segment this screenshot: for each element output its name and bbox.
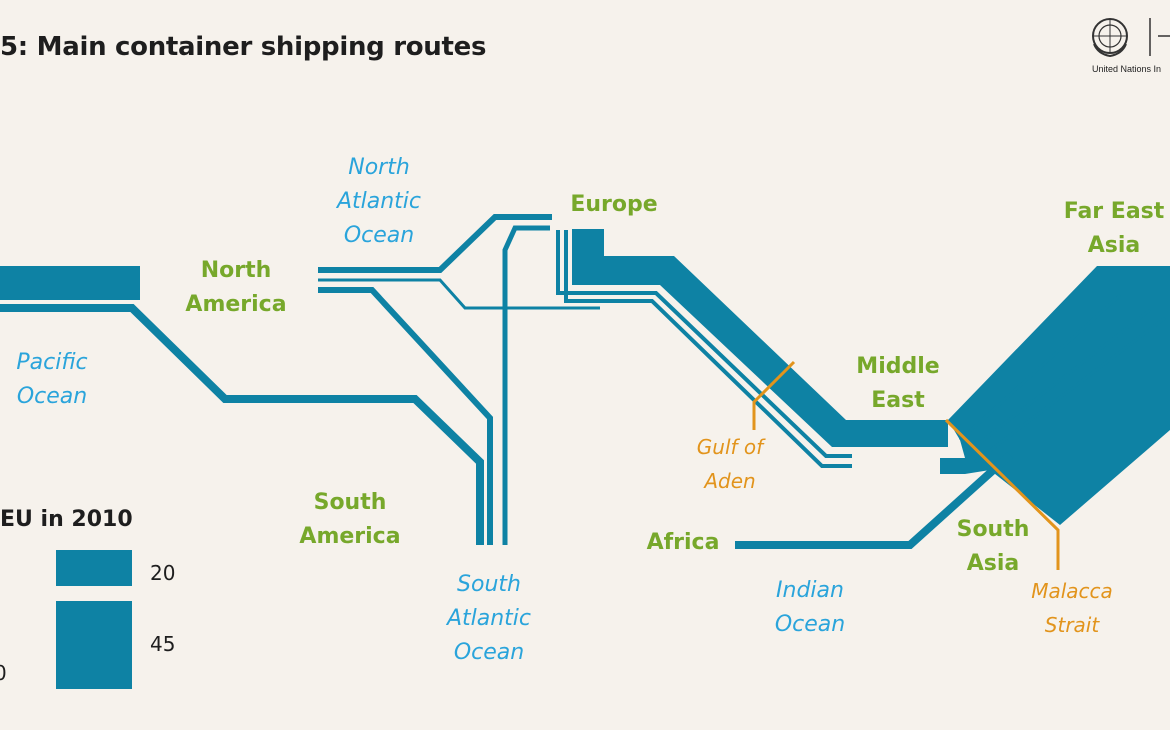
label-pacific-1: Pacific (16, 350, 87, 375)
legend-swatch-large (56, 601, 132, 689)
route-transpacific (0, 266, 140, 300)
legend-value-partial: 0 (0, 661, 7, 685)
label-north-atlantic-3: Ocean (344, 223, 414, 248)
label-middle-east-2: East (871, 388, 925, 413)
un-emblem-icon (1092, 18, 1170, 58)
malacca-strait-marker (944, 418, 1060, 570)
logo-caption: United Nations In (1092, 64, 1162, 74)
route-europe-block (572, 229, 604, 259)
label-gulf-of-aden-2: Aden (702, 469, 755, 493)
label-middle-east-1: Middle (856, 354, 939, 379)
route-europe-asia-thin-2 (564, 230, 852, 468)
route-europe-asia (572, 256, 948, 447)
legend-swatch-small (56, 550, 132, 586)
legend-value-large: 45 (150, 632, 175, 656)
label-gulf-of-aden-1: Gulf of (697, 435, 766, 459)
route-asia-thin-2 (967, 308, 1151, 454)
label-far-east-2: Asia (1088, 233, 1141, 258)
label-malacca-2: Strait (1045, 613, 1101, 637)
route-middle-east-asia (940, 266, 1170, 525)
route-north-atlantic-2 (502, 225, 550, 545)
label-indian-1: Indian (776, 578, 844, 603)
label-south-asia-2: Asia (967, 551, 1020, 576)
label-far-east-1: Far East (1064, 199, 1165, 224)
legend-value-small: 20 (150, 561, 175, 585)
route-north-atlantic-1 (318, 214, 552, 273)
label-north-america-2: America (185, 292, 286, 317)
label-indian-2: Ocean (775, 612, 845, 637)
label-africa: Africa (647, 530, 720, 555)
label-south-atlantic-2: Atlantic (445, 606, 531, 631)
route-asia-thin-3 (974, 316, 1166, 464)
label-malacca-1: Malacca (1031, 579, 1113, 603)
label-north-america-1: North (201, 258, 272, 283)
gulf-of-aden-marker (752, 360, 796, 430)
route-north-atlantic-3 (318, 278, 600, 310)
label-north-atlantic-2: Atlantic (335, 189, 421, 214)
label-pacific-2: Ocean (17, 384, 87, 409)
label-north-atlantic-1: North (348, 155, 410, 180)
page-title: 5: Main container shipping routes (0, 32, 487, 62)
route-pacific-south (0, 304, 484, 545)
route-asia-thin-1 (958, 293, 1122, 442)
label-south-atlantic-3: Ocean (454, 640, 524, 665)
route-north-south-america (318, 287, 493, 545)
legend-title: EU in 2010 (0, 507, 133, 532)
route-far-east-upper (1118, 266, 1170, 300)
label-south-atlantic-1: South (457, 572, 521, 597)
label-europe: Europe (570, 192, 657, 217)
label-south-america-1: South (314, 490, 387, 515)
label-south-america-2: America (299, 524, 400, 549)
label-south-asia-1: South (957, 517, 1030, 542)
route-europe-asia-thin-1 (556, 230, 852, 458)
route-africa-asia (735, 452, 1013, 549)
